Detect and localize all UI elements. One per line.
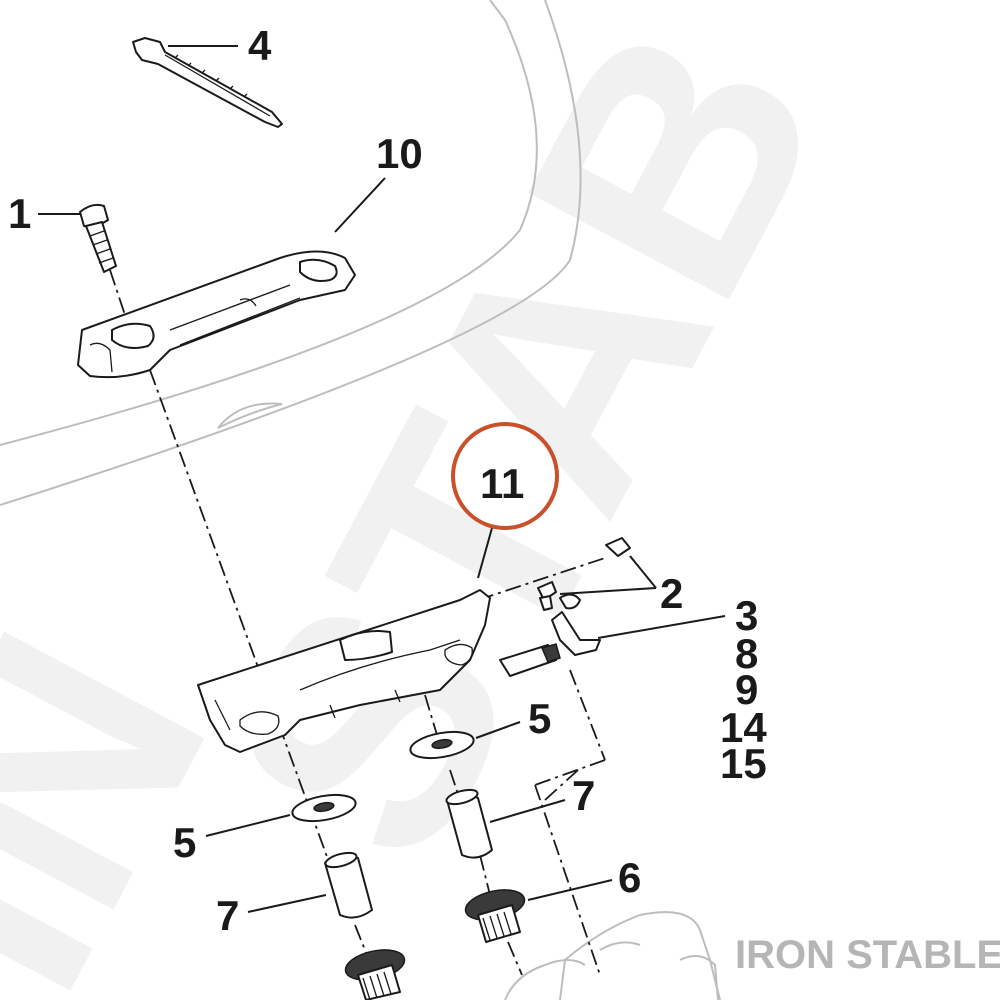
- bushing-lower: [324, 851, 373, 919]
- callout-2: 2: [660, 570, 683, 617]
- callout-5-upper: 5: [528, 695, 551, 742]
- isolator-right: [464, 889, 526, 943]
- callout-7-left: 7: [216, 892, 239, 939]
- svg-text:STAB: STAB: [156, 0, 892, 913]
- screw-part-1: [79, 203, 117, 273]
- brand-watermark: IRON STABLE: [735, 933, 1000, 977]
- callout-10: 10: [376, 130, 423, 177]
- fairing-ghost-outline: [0, 0, 582, 506]
- callout-4: 4: [248, 22, 272, 69]
- lower-clamp-ghost: [504, 911, 721, 1000]
- callout-1: 1: [8, 190, 31, 237]
- callout-8: 8: [735, 630, 758, 677]
- callout-3: 3: [735, 592, 758, 639]
- small-screw-part: [537, 537, 631, 611]
- callout-6: 6: [618, 854, 641, 901]
- washer-upper: [409, 730, 475, 760]
- highlight-circle: [451, 422, 559, 530]
- assembly-lines: [109, 269, 606, 976]
- cable-tie-part: [132, 37, 283, 128]
- callout-14: 14: [720, 704, 767, 751]
- callout-5-lower: 5: [173, 819, 196, 866]
- callout-9: 9: [735, 666, 758, 713]
- washer-lower: [291, 793, 357, 823]
- isolator-left: [344, 949, 406, 1000]
- callout-15: 15: [720, 740, 767, 787]
- callout-11: 11: [480, 460, 524, 507]
- sensor-bracket-part: [499, 593, 601, 677]
- leader-lines: [38, 45, 726, 913]
- bushing-upper: [445, 788, 493, 859]
- callout-7-right: 7: [572, 772, 595, 819]
- riser-part: [197, 589, 491, 753]
- upper-clamp-part: [77, 250, 356, 379]
- background-watermark: IN STAB: [0, 0, 892, 1000]
- callout-numbers: 4 10 1 11 2 3 8 9 14 15 5 7 5 6 7: [8, 22, 767, 939]
